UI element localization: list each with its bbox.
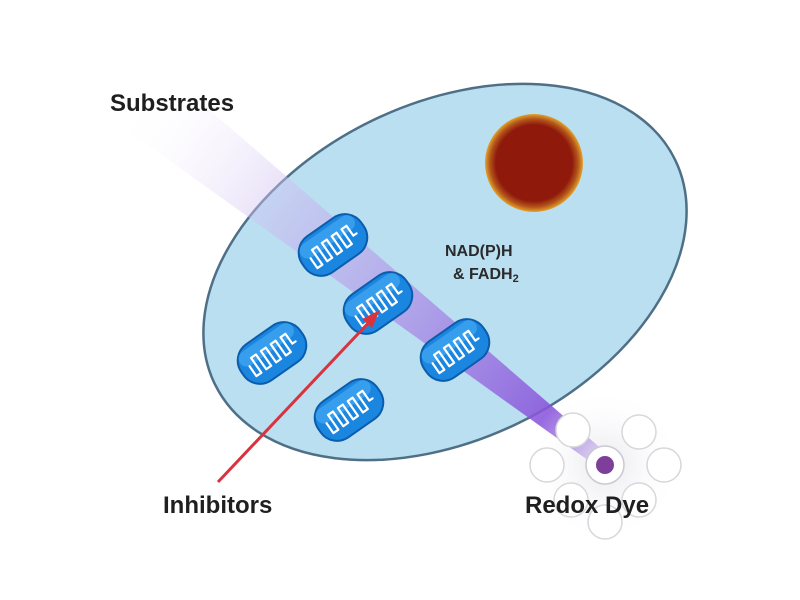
- inhibitors-label: Inhibitors: [163, 492, 273, 519]
- substrates-label: Substrates: [110, 90, 235, 117]
- substrate-beam: [110, 100, 612, 466]
- nadph-label: NAD(P)H: [445, 243, 513, 260]
- redox-dye-plate: [527, 387, 683, 543]
- fadh2-label: & FADH2: [453, 266, 519, 285]
- nucleus: [485, 114, 583, 212]
- redox-dye-label: Redox Dye: [525, 492, 650, 519]
- inhibitor-arrow: [216, 310, 380, 484]
- fadh2-subscript: 2: [512, 273, 519, 285]
- fadh2-label-text: & FADH: [453, 266, 513, 283]
- redox-dye-well: [596, 456, 614, 474]
